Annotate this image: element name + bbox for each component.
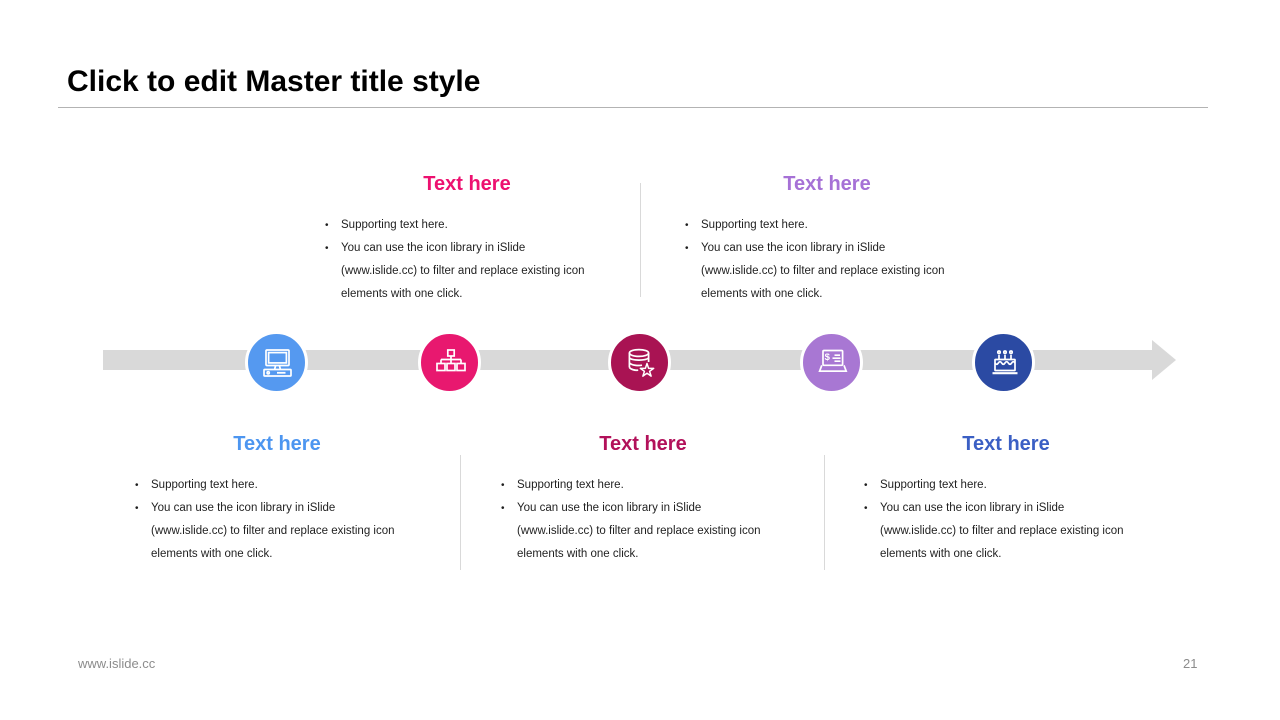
timeline-step-circle-3 — [608, 331, 671, 394]
text-block-step-2: Text here • Supporting text here. • You … — [322, 172, 612, 306]
bullet-list: • Supporting text here. • You can use th… — [498, 474, 788, 566]
bullet-marker: • — [325, 243, 329, 254]
divider-bottom-1 — [460, 455, 461, 570]
text-here-heading: Text here — [783, 173, 871, 195]
bullet-item: • Supporting text here. — [682, 214, 972, 237]
bullet-item: • Supporting text here. — [322, 214, 612, 237]
bullet-item: • You can use the icon library in iSlide… — [132, 497, 422, 566]
footer-url: www.islide.cc — [78, 656, 156, 671]
title-underline-rule — [58, 107, 1208, 108]
birthday-cake-icon — [992, 349, 1017, 374]
bullet-marker: • — [501, 480, 505, 491]
text-block-step-1: Text here • Supporting text here. • You … — [132, 432, 422, 566]
bullet-marker: • — [864, 480, 868, 491]
bullet-marker: • — [135, 480, 139, 491]
bullet-item: • Supporting text here. — [861, 474, 1151, 497]
text-here-heading: Text here — [423, 173, 511, 195]
bullet-item: • Supporting text here. — [498, 474, 788, 497]
org-chart-icon — [435, 348, 466, 371]
bullet-item: • Supporting text here. — [132, 474, 422, 497]
text-here-heading: Text here — [233, 433, 321, 455]
bullet-marker: • — [685, 220, 689, 231]
laptop-dollar-icon: $ — [817, 349, 847, 372]
timeline-step-circle-1 — [245, 331, 308, 394]
bullet-marker: • — [864, 503, 868, 514]
divider-top — [640, 183, 641, 297]
page-number: 21 — [1183, 656, 1198, 671]
timeline-step-circle-2 — [418, 331, 481, 394]
slide-title: Click to edit Master title style — [67, 65, 481, 98]
timeline-step-circle-4: $ — [800, 331, 863, 394]
bullet-list: • Supporting text here. • You can use th… — [861, 474, 1151, 566]
desktop-computer-icon — [262, 348, 292, 377]
svg-text:$: $ — [824, 352, 830, 363]
text-here-heading: Text here — [599, 433, 687, 455]
bullet-marker: • — [685, 243, 689, 254]
text-block-step-4: Text here • Supporting text here. • You … — [682, 172, 972, 306]
bullet-item: • You can use the icon library in iSlide… — [322, 237, 612, 306]
bullet-marker: • — [325, 220, 329, 231]
bullet-item: • You can use the icon library in iSlide… — [861, 497, 1151, 566]
timeline-arrow-icon — [1152, 340, 1176, 380]
bullet-list: • Supporting text here. • You can use th… — [682, 214, 972, 306]
bullet-item: • You can use the icon library in iSlide… — [682, 237, 972, 306]
database-star-icon — [628, 348, 654, 377]
text-block-step-5: Text here • Supporting text here. • You … — [861, 432, 1151, 566]
bullet-list: • Supporting text here. • You can use th… — [132, 474, 422, 566]
divider-bottom-2 — [824, 455, 825, 570]
bullet-list: • Supporting text here. • You can use th… — [322, 214, 612, 306]
text-block-step-3: Text here • Supporting text here. • You … — [498, 432, 788, 566]
text-here-heading: Text here — [962, 433, 1050, 455]
bullet-marker: • — [135, 503, 139, 514]
timeline-step-circle-5 — [972, 331, 1035, 394]
bullet-item: • You can use the icon library in iSlide… — [498, 497, 788, 566]
bullet-marker: • — [501, 503, 505, 514]
